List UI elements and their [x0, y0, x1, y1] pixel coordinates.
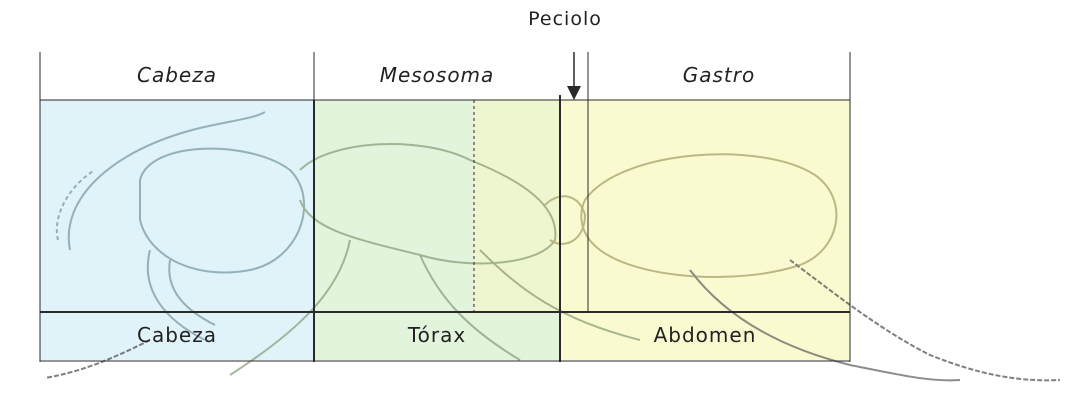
upper-label-gaster: Gastro [588, 62, 850, 88]
petiole-arrow [567, 52, 581, 100]
lower-label-head: Cabeza [40, 321, 314, 349]
upper-label-mesosoma: Mesosoma [314, 62, 560, 88]
upper-label-head: Cabeza [40, 62, 314, 88]
lower-label-thorax: Tórax [314, 321, 560, 349]
mesosoma-overlap-region [474, 100, 560, 312]
petiole-label: Peciolo [495, 8, 635, 30]
lower-label-abdomen: Abdomen [560, 321, 850, 349]
